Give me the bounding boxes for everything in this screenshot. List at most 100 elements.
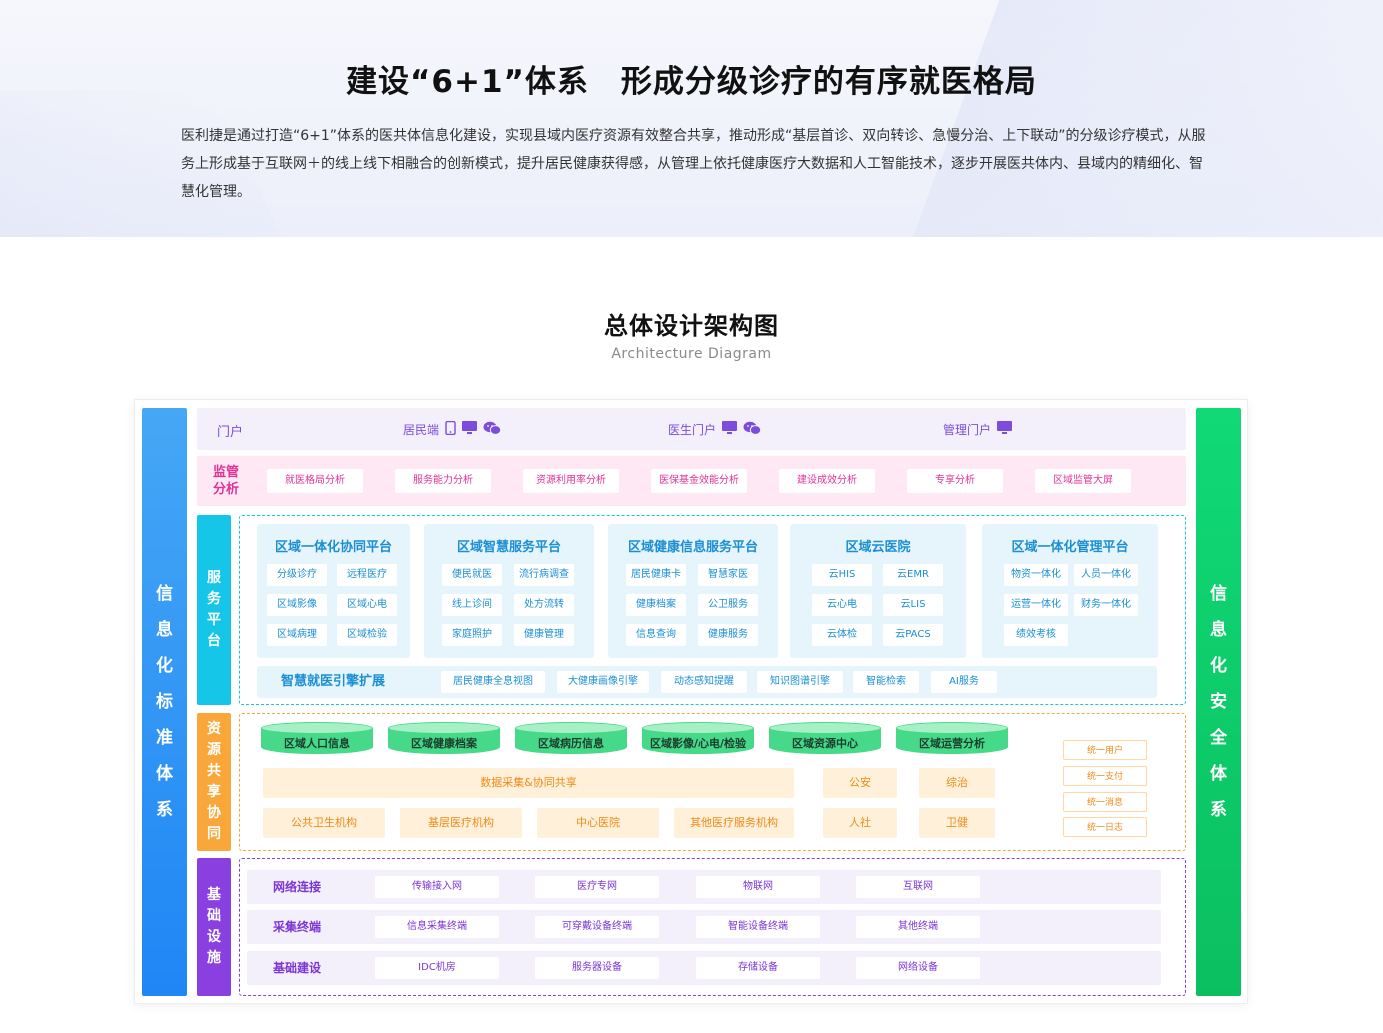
org-box[interactable]: 其他医疗服务机构 bbox=[674, 808, 794, 838]
card-chip[interactable]: 区域心电 bbox=[337, 594, 397, 616]
card-chip[interactable]: 家庭照护 bbox=[442, 624, 502, 646]
infra-item[interactable]: 可穿戴设备终端 bbox=[535, 916, 659, 938]
card-chip[interactable]: 远程医疗 bbox=[337, 564, 397, 586]
card-chip[interactable]: 运营一体化 bbox=[1004, 594, 1068, 616]
database-label: 区域运营分析 bbox=[919, 737, 985, 750]
portal-doctor[interactable]: 医生门户 bbox=[668, 408, 762, 450]
engine-chip[interactable]: 动态感知提醒 bbox=[661, 671, 747, 693]
database-label: 区域病历信息 bbox=[538, 737, 604, 750]
supervision-item[interactable]: 专享分析 bbox=[907, 469, 1003, 493]
supervision-item[interactable]: 就医格局分析 bbox=[267, 469, 363, 493]
card-chip[interactable]: 云HIS bbox=[812, 564, 872, 586]
service-card: 区域云医院 云HIS 云EMR 云心电 云LIS 云体检 云PACS bbox=[790, 524, 966, 658]
partner-box[interactable]: 综治 bbox=[919, 768, 995, 798]
infra-item[interactable]: 智能设备终端 bbox=[696, 916, 820, 938]
portal-admin-label: 管理门户 bbox=[943, 422, 992, 437]
card-chip[interactable]: 财务一体化 bbox=[1074, 594, 1138, 616]
resource-label-text: 资源共享协同 bbox=[207, 721, 221, 842]
infra-item[interactable]: 网络设备 bbox=[856, 957, 980, 979]
card-chip[interactable]: 居民健康卡 bbox=[626, 564, 686, 586]
card-chip[interactable]: 云EMR bbox=[883, 564, 943, 586]
section-subtitle: Architecture Diagram bbox=[611, 346, 772, 362]
card-chip[interactable]: 物资一体化 bbox=[1004, 564, 1068, 586]
infrastructure-frame bbox=[239, 858, 1186, 996]
infra-item[interactable]: 互联网 bbox=[856, 876, 980, 898]
engine-chip[interactable]: 居民健康全息视图 bbox=[441, 671, 545, 693]
card-chip[interactable]: 信息查询 bbox=[626, 624, 686, 646]
infra-item[interactable]: 存储设备 bbox=[696, 957, 820, 979]
desktop-icon bbox=[722, 421, 738, 437]
org-box[interactable]: 中心医院 bbox=[537, 808, 659, 838]
data-collect-bar: 数据采集&协同共享 bbox=[263, 768, 794, 798]
card-chip[interactable]: 区域病理 bbox=[267, 624, 327, 646]
infra-row: 网络连接 传输接入网 医疗专网 物联网 互联网 bbox=[247, 870, 1161, 904]
supervision-item[interactable]: 建设成效分析 bbox=[779, 469, 875, 493]
supervision-item[interactable]: 医保基金效能分析 bbox=[651, 469, 747, 493]
infra-item[interactable]: 医疗专网 bbox=[535, 876, 659, 898]
infra-item[interactable]: 信息采集终端 bbox=[375, 916, 499, 938]
card-chip[interactable]: 便民就医 bbox=[442, 564, 502, 586]
supervision-item[interactable]: 资源利用率分析 bbox=[523, 469, 619, 493]
service-card: 区域智慧服务平台 便民就医 流行病调查 线上诊间 处方流转 家庭照护 健康管理 bbox=[424, 524, 594, 658]
card-chip[interactable]: 云PACS bbox=[883, 624, 943, 646]
infra-item[interactable]: 传输接入网 bbox=[375, 876, 499, 898]
engine-chip[interactable]: 知识图谱引擎 bbox=[757, 671, 843, 693]
unified-box[interactable]: 统一支付 bbox=[1063, 766, 1147, 786]
card-chip[interactable]: 流行病调查 bbox=[514, 564, 574, 586]
card-chip[interactable]: 人员一体化 bbox=[1074, 564, 1138, 586]
supervision-label: 监管分析 bbox=[212, 465, 239, 497]
database-cylinder: 区域资源中心 bbox=[769, 722, 881, 758]
card-chip[interactable]: 云体检 bbox=[812, 624, 872, 646]
infra-item[interactable]: 其他终端 bbox=[856, 916, 980, 938]
card-chip[interactable]: 智慧家医 bbox=[698, 564, 758, 586]
desktop-icon bbox=[462, 421, 478, 437]
hero-title: 建设“6+1”体系 形成分级诊疗的有序就医格局 bbox=[346, 64, 1037, 100]
partner-box[interactable]: 卫健 bbox=[919, 808, 995, 838]
engine-chip[interactable]: 大健康画像引擎 bbox=[557, 671, 649, 693]
card-chip[interactable]: 云LIS bbox=[883, 594, 943, 616]
resource-sharing-label: 资源共享协同 bbox=[197, 713, 231, 851]
engine-chip[interactable]: 智能检索 bbox=[853, 671, 919, 693]
card-title: 区域健康信息服务平台 bbox=[627, 540, 758, 555]
card-chip[interactable]: 绩效考核 bbox=[1004, 624, 1068, 646]
partner-box[interactable]: 人社 bbox=[823, 808, 897, 838]
supervision-item[interactable]: 区域监管大屏 bbox=[1035, 469, 1131, 493]
card-chip[interactable]: 健康管理 bbox=[514, 624, 574, 646]
database-label: 区域人口信息 bbox=[284, 737, 350, 750]
org-box[interactable]: 公共卫生机构 bbox=[263, 808, 385, 838]
portal-doctor-label: 医生门户 bbox=[668, 422, 717, 437]
card-chip[interactable]: 云心电 bbox=[812, 594, 872, 616]
engine-extension-bar: 智慧就医引擎扩展 居民健康全息视图 大健康画像引擎 动态感知提醒 知识图谱引擎 … bbox=[257, 666, 1157, 698]
left-standard-bar: 信息化标准体系 bbox=[142, 408, 187, 996]
database-cylinder: 区域影像/心电/检验 bbox=[642, 722, 754, 758]
engine-chip[interactable]: AI服务 bbox=[931, 671, 997, 693]
card-title: 区域云医院 bbox=[845, 540, 911, 555]
unified-box[interactable]: 统一用户 bbox=[1063, 740, 1147, 760]
card-chip[interactable]: 区域影像 bbox=[267, 594, 327, 616]
infra-item[interactable]: 物联网 bbox=[696, 876, 820, 898]
unified-box[interactable]: 统一日志 bbox=[1063, 817, 1147, 837]
infra-item[interactable]: 服务器设备 bbox=[535, 957, 659, 979]
card-chip[interactable]: 健康档案 bbox=[626, 594, 686, 616]
card-chip[interactable]: 处方流转 bbox=[514, 594, 574, 616]
card-chip[interactable]: 健康服务 bbox=[698, 624, 758, 646]
portal-admin[interactable]: 管理门户 bbox=[943, 408, 1013, 450]
wechat-icon bbox=[743, 421, 762, 438]
portal-row: 门户 居民端 医生门户 管理门户 bbox=[197, 408, 1186, 450]
card-chip[interactable]: 线上诊间 bbox=[442, 594, 502, 616]
card-chip[interactable]: 公卫服务 bbox=[698, 594, 758, 616]
infra-item[interactable]: IDC机房 bbox=[375, 957, 499, 979]
engine-extension-title: 智慧就医引擎扩展 bbox=[281, 674, 386, 689]
database-label: 区域健康档案 bbox=[411, 737, 477, 750]
database-cylinder: 区域健康档案 bbox=[388, 722, 500, 758]
org-box[interactable]: 基层医疗机构 bbox=[400, 808, 522, 838]
card-chip[interactable]: 分级诊疗 bbox=[267, 564, 327, 586]
partner-box[interactable]: 公安 bbox=[823, 768, 897, 798]
card-chip[interactable]: 区域检验 bbox=[337, 624, 397, 646]
section-title: 总体设计架构图 bbox=[604, 312, 779, 340]
card-title: 区域一体化协同平台 bbox=[274, 540, 392, 555]
unified-box[interactable]: 统一消息 bbox=[1063, 792, 1147, 812]
database-label: 区域影像/心电/检验 bbox=[649, 737, 747, 750]
supervision-item[interactable]: 服务能力分析 bbox=[395, 469, 491, 493]
portal-resident[interactable]: 居民端 bbox=[403, 408, 502, 450]
